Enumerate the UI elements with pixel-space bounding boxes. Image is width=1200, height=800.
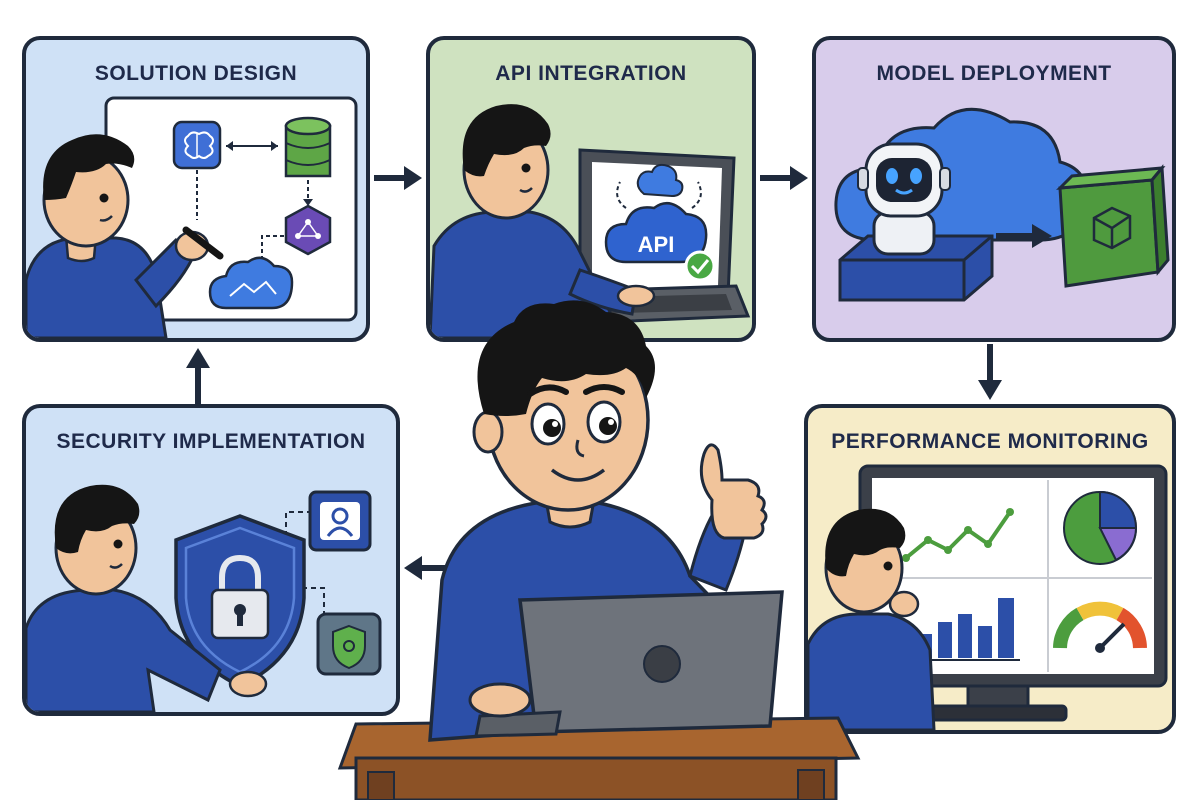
desk (337, 716, 861, 800)
main-person (428, 300, 784, 742)
security-implementation-illustration (26, 484, 382, 712)
panel-title: SOLUTION DESIGN (94, 62, 298, 85)
database-icon (284, 116, 332, 178)
arrow-right-icon (374, 166, 422, 190)
api-cloud-icon (604, 163, 708, 264)
panel-model-deployment: MODEL DEPLOYMENT (812, 36, 1176, 342)
panel-title: SECURITY IMPLEMENTATION (56, 430, 366, 453)
designer-person (26, 134, 224, 338)
container-cube-icon (1056, 164, 1170, 288)
panel-title: PERFORMANCE MONITORING (831, 430, 1149, 453)
pie-chart-widget (1063, 490, 1138, 565)
arrow-up-icon (186, 348, 210, 404)
brain-icon (172, 120, 222, 170)
panel-title: API INTEGRATION (495, 62, 687, 85)
panel-security-implementation: SECURITY IMPLEMENTATION (22, 404, 400, 716)
panel-solution-design: SOLUTION DESIGN (22, 36, 370, 342)
performance-monitoring-illustration (808, 464, 1168, 730)
check-icon (684, 250, 716, 282)
cloud-icon (208, 256, 294, 310)
analyst-person (808, 508, 936, 730)
arrow-down-icon (978, 344, 1002, 400)
panel-title: MODEL DEPLOYMENT (876, 62, 1112, 85)
model-deployment-illustration (834, 108, 1170, 302)
panel-performance-monitoring: PERFORMANCE MONITORING (804, 404, 1176, 734)
arrow-right-icon (760, 166, 808, 190)
solution-design-illustration (26, 96, 358, 338)
shield-small-icon (316, 612, 382, 676)
line-chart-widget (902, 508, 1014, 562)
user-icon (308, 490, 372, 552)
api-badge-label: API (638, 232, 675, 257)
network-hexagon-icon (284, 204, 332, 256)
security-person (26, 484, 268, 712)
robot-icon (857, 142, 951, 256)
gauge-widget (1053, 601, 1147, 653)
